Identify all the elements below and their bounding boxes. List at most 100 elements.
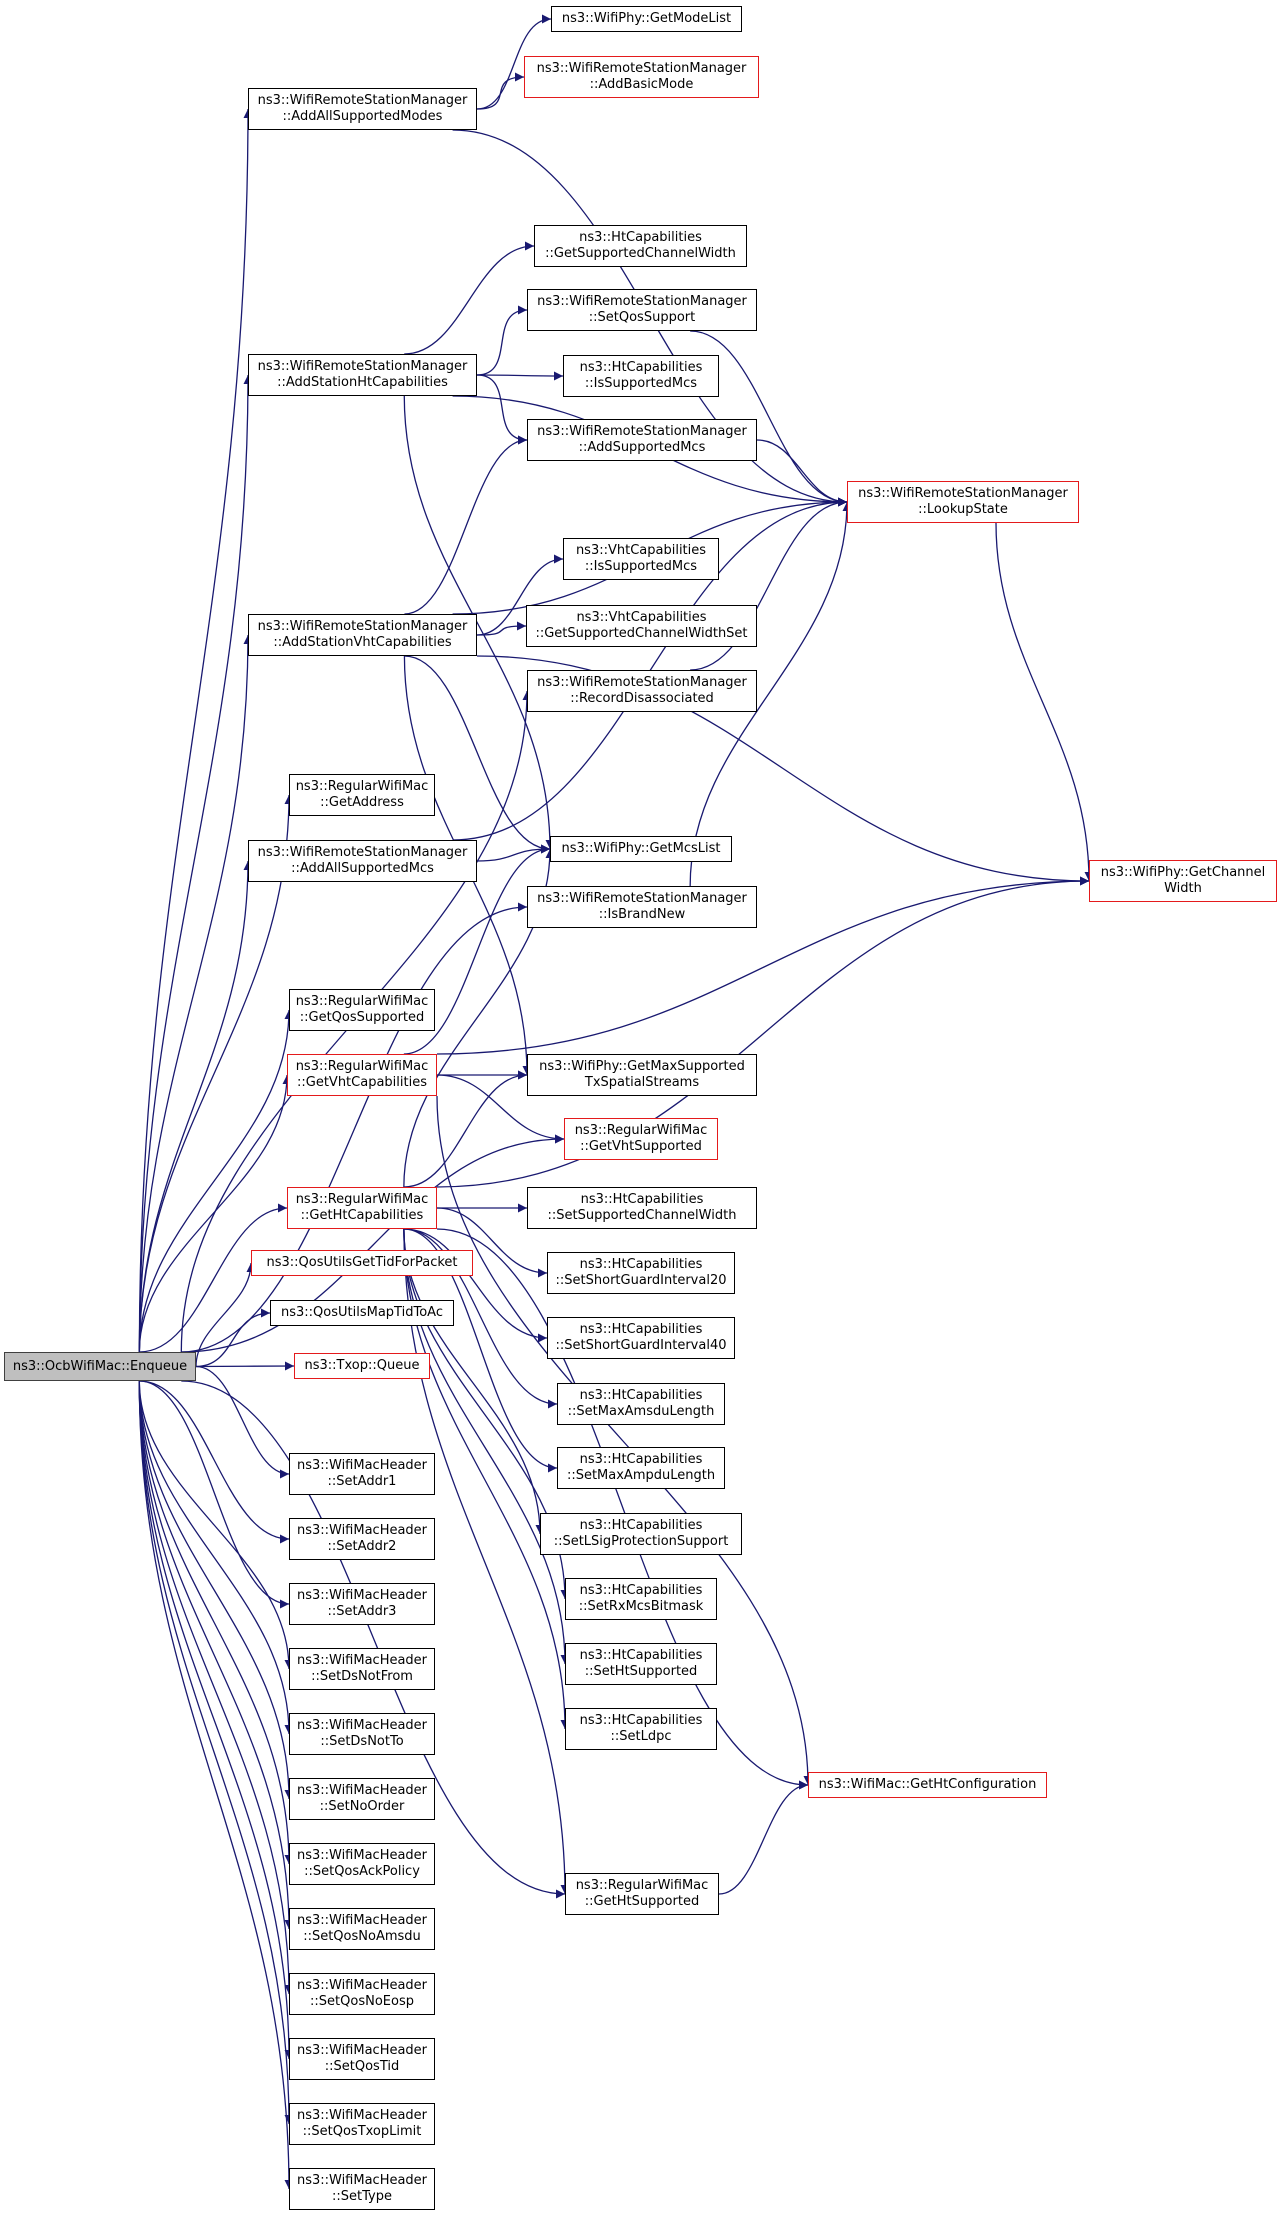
edge-is-brand-new-to-lookup-state	[689, 501, 852, 887]
node-set-max-amsdu-length[interactable]: ns3::HtCapabilities::SetMaxAmsduLength	[557, 1383, 725, 1425]
node-qos-utils-map-tid-to-ac[interactable]: ns3::QosUtilsMapTidToAc	[270, 1300, 454, 1326]
node-add-all-supported-modes[interactable]: ns3::WifiRemoteStationManager::AddAllSup…	[248, 88, 477, 130]
node-add-supported-mcs[interactable]: ns3::WifiRemoteStationManager::AddSuppor…	[527, 419, 757, 461]
edge-record-disassociated-to-lookup-state	[690, 497, 848, 671]
node-label-line: ::SetAddr2	[327, 1539, 397, 1554]
node-txop-queue[interactable]: ns3::Txop::Queue	[294, 1353, 430, 1379]
node-label-line: ns3::WifiMacHeader	[296, 2173, 428, 2188]
node-label-line: ::SetQosTxopLimit	[302, 2124, 422, 2139]
edge-add-station-vht-capabilities-to-vht-is-supported-mcs	[476, 554, 564, 636]
edge-add-supported-mcs-to-lookup-state	[756, 439, 848, 507]
node-is-brand-new[interactable]: ns3::WifiRemoteStationManager::IsBrandNe…	[527, 886, 757, 928]
node-set-addr3[interactable]: ns3::WifiMacHeader::SetAddr3	[289, 1583, 435, 1625]
edge-add-all-supported-modes-to-get-mode-list	[476, 14, 552, 110]
node-label-line: ns3::WifiRemoteStationManager	[537, 891, 747, 906]
node-add-station-vht-capabilities[interactable]: ns3::WifiRemoteStationManager::AddStatio…	[248, 614, 477, 656]
node-label-line: ns3::HtCapabilities	[579, 1648, 703, 1663]
node-label-line: ::SetMaxAmpduLength	[566, 1468, 716, 1483]
node-label-line: ::GetAddress	[320, 795, 404, 810]
edge-get-ht-capabilities-to-set-short-guard-interval40	[403, 1228, 548, 1343]
node-qos-utils-get-tid-for-packet[interactable]: ns3::QosUtilsGetTidForPacket	[251, 1250, 473, 1276]
node-label-line: ns3::RegularWifiMac	[295, 994, 429, 1009]
node-get-ht-configuration[interactable]: ns3::WifiMac::GetHtConfiguration	[808, 1772, 1047, 1798]
node-label-line: ns3::WifiPhy::GetMcsList	[561, 841, 721, 856]
edge-add-station-ht-capabilities-to-add-supported-mcs	[476, 374, 528, 445]
node-set-addr1[interactable]: ns3::WifiMacHeader::SetAddr1	[289, 1453, 435, 1495]
node-record-disassociated[interactable]: ns3::WifiRemoteStationManager::RecordDis…	[527, 670, 757, 712]
node-get-vht-supported[interactable]: ns3::RegularWifiMac::GetVhtSupported	[564, 1118, 718, 1160]
node-set-type[interactable]: ns3::WifiMacHeader::SetType	[289, 2168, 435, 2210]
node-label-line: ns3::HtCapabilities	[579, 230, 702, 245]
node-label-line: ::AddAllSupportedModes	[282, 109, 443, 124]
node-set-qos-txop-limit[interactable]: ns3::WifiMacHeader::SetQosTxopLimit	[289, 2103, 435, 2145]
node-get-vht-capabilities[interactable]: ns3::RegularWifiMac::GetVhtCapabilities	[287, 1054, 437, 1096]
node-get-address[interactable]: ns3::RegularWifiMac::GetAddress	[289, 774, 435, 816]
edge-root-to-set-qos-no-eosp	[138, 1380, 294, 1995]
edge-root-to-get-vht-supported	[181, 1134, 565, 1353]
node-label-line: ns3::WifiRemoteStationManager	[257, 93, 468, 108]
node-label-line: ::SetLdpc	[610, 1729, 672, 1744]
node-add-basic-mode[interactable]: ns3::WifiRemoteStationManager::AddBasicM…	[524, 56, 759, 98]
node-set-qos-support[interactable]: ns3::WifiRemoteStationManager::SetQosSup…	[527, 289, 757, 331]
node-label-line: ns3::HtCapabilities	[579, 1518, 703, 1533]
edge-root-to-get-ht-supported	[181, 1380, 566, 1899]
node-vht-is-supported-mcs[interactable]: ns3::VhtCapabilities::IsSupportedMcs	[563, 538, 719, 580]
node-label-line: ns3::WifiRemoteStationManager	[536, 61, 747, 76]
edge-root-to-get-ht-capabilities	[139, 1203, 288, 1353]
edge-root-to-qos-utils-get-tid-for-packet	[195, 1262, 256, 1367]
node-get-ht-capabilities[interactable]: ns3::RegularWifiMac::GetHtCapabilities	[287, 1187, 437, 1229]
node-set-addr2[interactable]: ns3::WifiMacHeader::SetAddr2	[289, 1518, 435, 1560]
node-label-line: ::SetHtSupported	[584, 1664, 698, 1679]
node-lookup-state[interactable]: ns3::WifiRemoteStationManager::LookupSta…	[847, 481, 1079, 523]
node-label-line: ::AddStationHtCapabilities	[277, 375, 448, 390]
node-label-line: ns3::VhtCapabilities	[576, 610, 707, 625]
edge-get-ht-capabilities-to-set-max-amsdu-length	[403, 1228, 558, 1409]
node-set-qos-no-eosp[interactable]: ns3::WifiMacHeader::SetQosNoEosp	[289, 1973, 435, 2015]
node-ht-get-supported-channel-width[interactable]: ns3::HtCapabilities::GetSupportedChannel…	[534, 225, 747, 267]
edge-root-to-set-addr1	[195, 1365, 290, 1479]
node-label-line: ns3::WifiRemoteStationManager	[537, 424, 747, 439]
node-label-line: ns3::RegularWifiMac	[295, 1192, 429, 1207]
node-set-qos-tid[interactable]: ns3::WifiMacHeader::SetQosTid	[289, 2038, 435, 2080]
node-set-short-guard-interval20[interactable]: ns3::HtCapabilities::SetShortGuardInterv…	[547, 1252, 735, 1294]
node-set-no-order[interactable]: ns3::WifiMacHeader::SetNoOrder	[289, 1778, 435, 1820]
edge-get-ht-capabilities-to-get-channel-width	[436, 876, 1090, 1188]
node-set-l-sig-protection-support[interactable]: ns3::HtCapabilities::SetLSigProtectionSu…	[540, 1513, 742, 1555]
node-set-ht-supported[interactable]: ns3::HtCapabilities::SetHtSupported	[565, 1643, 717, 1685]
node-set-qos-no-amsdu[interactable]: ns3::WifiMacHeader::SetQosNoAmsdu	[289, 1908, 435, 1950]
edge-root-to-set-ds-not-to	[138, 1380, 294, 1735]
node-label-line: ns3::WifiMacHeader	[296, 1523, 428, 1538]
node-set-qos-ack-policy[interactable]: ns3::WifiMacHeader::SetQosAckPolicy	[289, 1843, 435, 1885]
node-label-line: ::GetQosSupported	[299, 1010, 425, 1025]
node-label-line: ::SetAddr1	[327, 1474, 397, 1489]
node-set-short-guard-interval40[interactable]: ns3::HtCapabilities::SetShortGuardInterv…	[547, 1317, 735, 1359]
node-vht-get-supported-channel-width-set[interactable]: ns3::VhtCapabilities::GetSupportedChanne…	[526, 605, 757, 647]
node-set-max-ampdu-length[interactable]: ns3::HtCapabilities::SetMaxAmpduLength	[557, 1447, 725, 1489]
edge-root-to-set-qos-ack-policy	[138, 1380, 294, 1865]
node-get-ht-supported[interactable]: ns3::RegularWifiMac::GetHtSupported	[565, 1873, 719, 1915]
node-ht-is-supported-mcs[interactable]: ns3::HtCapabilities::IsSupportedMcs	[563, 355, 719, 397]
node-label-line: ns3::OcbWifiMac::Enqueue	[12, 1358, 188, 1374]
node-root[interactable]: ns3::OcbWifiMac::Enqueue	[4, 1352, 196, 1381]
node-add-all-supported-mcs[interactable]: ns3::WifiRemoteStationManager::AddAllSup…	[248, 840, 477, 882]
node-label-line: ::AddAllSupportedMcs	[291, 861, 434, 876]
node-set-ds-not-to[interactable]: ns3::WifiMacHeader::SetDsNotTo	[289, 1713, 435, 1755]
node-label-line: ::SetDsNotFrom	[311, 1669, 413, 1684]
node-label-line: ::GetSupportedChannelWidthSet	[535, 626, 748, 641]
node-label-line: ::AddSupportedMcs	[578, 440, 706, 455]
node-label-line: ns3::WifiMacHeader	[296, 1458, 428, 1473]
node-add-station-ht-capabilities[interactable]: ns3::WifiRemoteStationManager::AddStatio…	[248, 354, 477, 396]
node-get-qos-supported[interactable]: ns3::RegularWifiMac::GetQosSupported	[289, 989, 435, 1031]
node-get-mode-list[interactable]: ns3::WifiPhy::GetModeList	[551, 6, 742, 32]
node-get-mcs-list[interactable]: ns3::WifiPhy::GetMcsList	[550, 836, 732, 862]
node-label-line: ::GetHtCapabilities	[300, 1208, 424, 1223]
node-set-supported-channel-width[interactable]: ns3::HtCapabilities::SetSupportedChannel…	[527, 1187, 757, 1229]
edge-lookup-state-to-get-channel-width	[995, 522, 1094, 882]
node-label-line: Width	[1164, 881, 1202, 896]
node-label-line: ns3::WifiRemoteStationManager	[537, 675, 747, 690]
node-set-ldpc[interactable]: ns3::HtCapabilities::SetLdpc	[565, 1708, 717, 1750]
node-set-rx-mcs-bitmask[interactable]: ns3::HtCapabilities::SetRxMcsBitmask	[565, 1578, 717, 1620]
node-set-ds-not-from[interactable]: ns3::WifiMacHeader::SetDsNotFrom	[289, 1648, 435, 1690]
